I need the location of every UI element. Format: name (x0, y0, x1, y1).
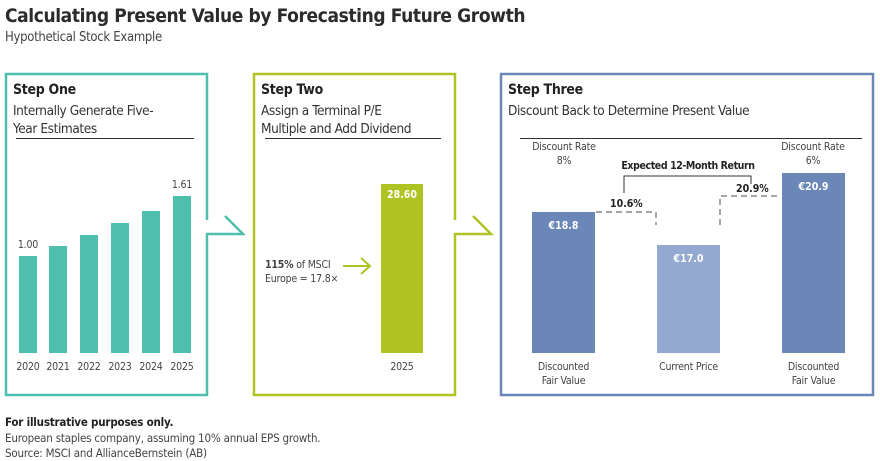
bracket-label: Expected 12-Month Return (621, 160, 755, 172)
bar-value-label: 1.00 (17, 238, 39, 251)
step-one-desc-2: Year Estimates (13, 121, 97, 137)
divider (265, 138, 441, 139)
footnote-assumption: European staples company, assuming 10% a… (5, 431, 321, 445)
x-tick-label: Discounted (787, 361, 840, 373)
step-one-frame (4, 72, 247, 397)
x-tick-label: Current Price (659, 361, 718, 373)
bar (80, 235, 98, 353)
step-two-frame (252, 72, 495, 397)
pe-of-msci: of MSCI (293, 259, 331, 271)
bar (111, 223, 129, 353)
bar-value-label: €17.0 (673, 253, 704, 266)
bar (381, 184, 423, 353)
x-tick-label: 2023 (108, 361, 132, 373)
x-tick-label: Fair Value (541, 375, 586, 387)
page-subtitle: Hypothetical Stock Example (5, 30, 162, 45)
return-2: 20.9% (736, 183, 769, 195)
x-tick-label: 2020 (16, 361, 40, 373)
discount-rate-left-value: 8% (556, 155, 572, 167)
x-tick-label: 2024 (139, 361, 163, 373)
x-tick-label: 2021 (46, 361, 70, 373)
return-bracket (623, 175, 752, 193)
footnote-source: Source: MSCI and AllianceBernstein (AB) (5, 446, 207, 460)
divider (520, 138, 862, 139)
footnote-illustrative: For illustrative purposes only. (5, 415, 174, 429)
bar (657, 245, 720, 353)
bar-value-label: €20.9 (798, 180, 829, 193)
step-two-desc-1: Assign a Terminal P/E (261, 103, 382, 119)
step-three-title: Step Three (508, 82, 583, 98)
step-three-desc: Discount Back to Determine Present Value (508, 103, 750, 119)
x-tick-label: 2025 (170, 361, 194, 373)
pe-percent: 115% (265, 259, 294, 271)
bar (173, 196, 191, 353)
bar (142, 210, 160, 353)
step-two-title: Step Two (261, 82, 323, 98)
page-title: Calculating Present Value by Forecasting… (5, 5, 526, 27)
bar (532, 211, 595, 353)
step-one-title: Step One (13, 82, 76, 98)
bar-value-label: 1.61 (171, 179, 193, 192)
step-one-desc-1: Internally Generate Five- (13, 103, 154, 119)
step-three-frame (499, 72, 875, 397)
bar (782, 172, 845, 353)
arrow-head-icon (360, 257, 372, 275)
dashed-connector-2 (719, 195, 781, 225)
bar (49, 245, 67, 353)
discount-rate-right-label: Discount Rate (781, 141, 845, 153)
divider (16, 138, 194, 139)
dashed-connector-1 (596, 211, 657, 225)
step-two-desc-2: Multiple and Add Dividend (261, 121, 412, 137)
x-tick-label: Discounted (537, 361, 590, 373)
x-tick-label: 2022 (77, 361, 101, 373)
discount-rate-left-label: Discount Rate (532, 141, 596, 153)
return-1: 10.6% (610, 198, 643, 210)
pe-annotation-line1: 115% of MSCI (265, 259, 331, 271)
bar-value-label: 28.60 (387, 189, 417, 201)
bar (19, 255, 37, 353)
pe-annotation-line2: Europe = 17.8× (265, 273, 339, 285)
x-tick-label: 2025 (390, 361, 414, 373)
x-tick-label: Fair Value (791, 375, 836, 387)
bar-value-label: €18.8 (548, 219, 579, 232)
discount-rate-right-value: 6% (805, 155, 821, 167)
